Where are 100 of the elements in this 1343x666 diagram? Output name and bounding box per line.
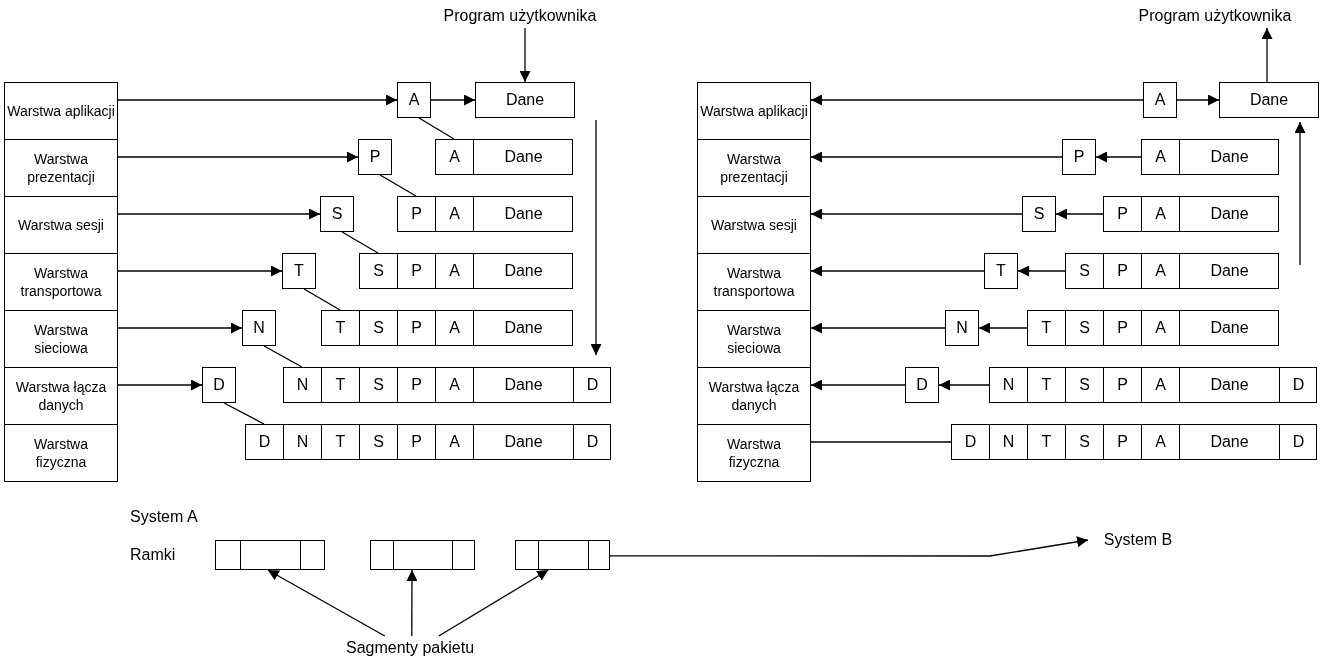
packet-field: T bbox=[321, 425, 359, 459]
packet-field: Dane bbox=[1179, 311, 1279, 345]
arrow bbox=[1176, 94, 1220, 106]
caption-text: Ramki bbox=[130, 546, 176, 564]
connector-line bbox=[223, 402, 265, 425]
packet-field: N bbox=[284, 368, 321, 402]
packet-field: P bbox=[397, 425, 435, 459]
packet-field: Dane bbox=[473, 140, 573, 174]
header-box: T bbox=[984, 253, 1018, 289]
packet-field: A bbox=[435, 425, 473, 459]
caption-text: Sagmenty pakietu bbox=[320, 636, 500, 660]
packet-field: A bbox=[1141, 254, 1179, 288]
header-box: A bbox=[397, 82, 431, 118]
packet-field: D bbox=[246, 425, 283, 459]
arrow bbox=[117, 265, 283, 277]
packet-row bbox=[1141, 139, 1279, 175]
packet-row bbox=[359, 253, 573, 289]
packet-field: Dane bbox=[1179, 197, 1279, 231]
packet-field: Dane bbox=[473, 311, 573, 345]
caption-text: System B bbox=[1088, 528, 1188, 552]
layer-box: Warstwa sieciowa bbox=[697, 310, 811, 368]
layer-box: Warstwa aplikacji bbox=[697, 82, 811, 140]
packet-field: Dane bbox=[1179, 368, 1279, 402]
packet-row bbox=[435, 139, 573, 175]
header-box: D bbox=[202, 367, 236, 403]
packet-field: N bbox=[990, 368, 1027, 402]
connector-line bbox=[379, 174, 417, 197]
packet-field: N bbox=[989, 425, 1027, 459]
connector-line bbox=[418, 117, 455, 140]
packet-field: D bbox=[952, 425, 989, 459]
packet-field: T bbox=[321, 368, 359, 402]
packet-row bbox=[283, 367, 611, 403]
connector-line bbox=[263, 345, 303, 368]
packet-field: S bbox=[1065, 311, 1103, 345]
packet-field: A bbox=[1141, 368, 1179, 402]
connector-line bbox=[303, 288, 341, 311]
packet-field: Dane bbox=[1179, 254, 1279, 288]
arrow bbox=[1055, 208, 1104, 220]
packet-field: A bbox=[435, 254, 473, 288]
packet-row bbox=[1103, 196, 1279, 232]
packet-field: Dane bbox=[473, 425, 573, 459]
connector-line bbox=[341, 231, 379, 254]
connector-line bbox=[810, 441, 952, 443]
packet-field: S bbox=[360, 254, 397, 288]
header-box: D bbox=[905, 367, 939, 403]
arrow bbox=[117, 379, 203, 391]
packet-field: P bbox=[1103, 254, 1141, 288]
arrow bbox=[810, 265, 985, 277]
caption-text: Program użytkownika bbox=[420, 4, 620, 28]
arrow bbox=[978, 322, 1028, 334]
header-box: S bbox=[320, 196, 354, 232]
header-box: S bbox=[1022, 196, 1056, 232]
frame-box bbox=[215, 540, 325, 570]
header-box: P bbox=[358, 139, 392, 175]
packet-field: A bbox=[435, 368, 473, 402]
arrow bbox=[438, 569, 549, 637]
packet-field: A bbox=[1141, 425, 1179, 459]
layer-box: Warstwa łącza danych bbox=[4, 367, 118, 425]
frame-box bbox=[370, 540, 475, 570]
header-box: N bbox=[242, 310, 276, 346]
packet-field: A bbox=[436, 140, 473, 174]
packet-field: A bbox=[435, 311, 473, 345]
arrow bbox=[1017, 265, 1066, 277]
packet-field: P bbox=[397, 254, 435, 288]
layer-box: Warstwa fizyczna bbox=[4, 424, 118, 482]
packet-field: S bbox=[359, 311, 397, 345]
header-box: A bbox=[1143, 82, 1177, 118]
layer-box: Warstwa transportowa bbox=[4, 253, 118, 311]
packet-field: T bbox=[322, 311, 359, 345]
caption-text: Program użytkownika bbox=[1115, 4, 1315, 28]
arrow bbox=[1095, 151, 1142, 163]
packet-field: Dane bbox=[473, 368, 573, 402]
packet-field: S bbox=[1065, 425, 1103, 459]
layer-box: Warstwa aplikacji bbox=[4, 82, 118, 140]
packet-field: T bbox=[1027, 425, 1065, 459]
packet-field: D bbox=[1279, 425, 1317, 459]
packet-field: T bbox=[1027, 368, 1065, 402]
packet-field: Dane bbox=[1179, 425, 1279, 459]
packet-field: P bbox=[1104, 197, 1141, 231]
data-box: Dane bbox=[475, 82, 575, 118]
packet-row bbox=[245, 424, 611, 460]
packet-field: A bbox=[1141, 197, 1179, 231]
packet-field: A bbox=[1141, 311, 1179, 345]
packet-field: Dane bbox=[1179, 140, 1279, 174]
packet-field: S bbox=[1065, 368, 1103, 402]
layer-box: Warstwa sesji bbox=[697, 196, 811, 254]
arrow bbox=[519, 27, 531, 83]
layer-box: Warstwa transportowa bbox=[697, 253, 811, 311]
arrow bbox=[430, 94, 476, 106]
packet-row bbox=[1065, 253, 1279, 289]
packet-field: P bbox=[398, 197, 435, 231]
packet-field: N bbox=[283, 425, 321, 459]
layer-box: Warstwa fizyczna bbox=[697, 424, 811, 482]
packet-field: Dane bbox=[473, 197, 573, 231]
arrow bbox=[117, 208, 321, 220]
packet-field: P bbox=[1103, 311, 1141, 345]
packet-field: P bbox=[397, 311, 435, 345]
packet-field: D bbox=[573, 368, 611, 402]
arrow bbox=[810, 322, 946, 334]
arrow bbox=[406, 569, 418, 637]
